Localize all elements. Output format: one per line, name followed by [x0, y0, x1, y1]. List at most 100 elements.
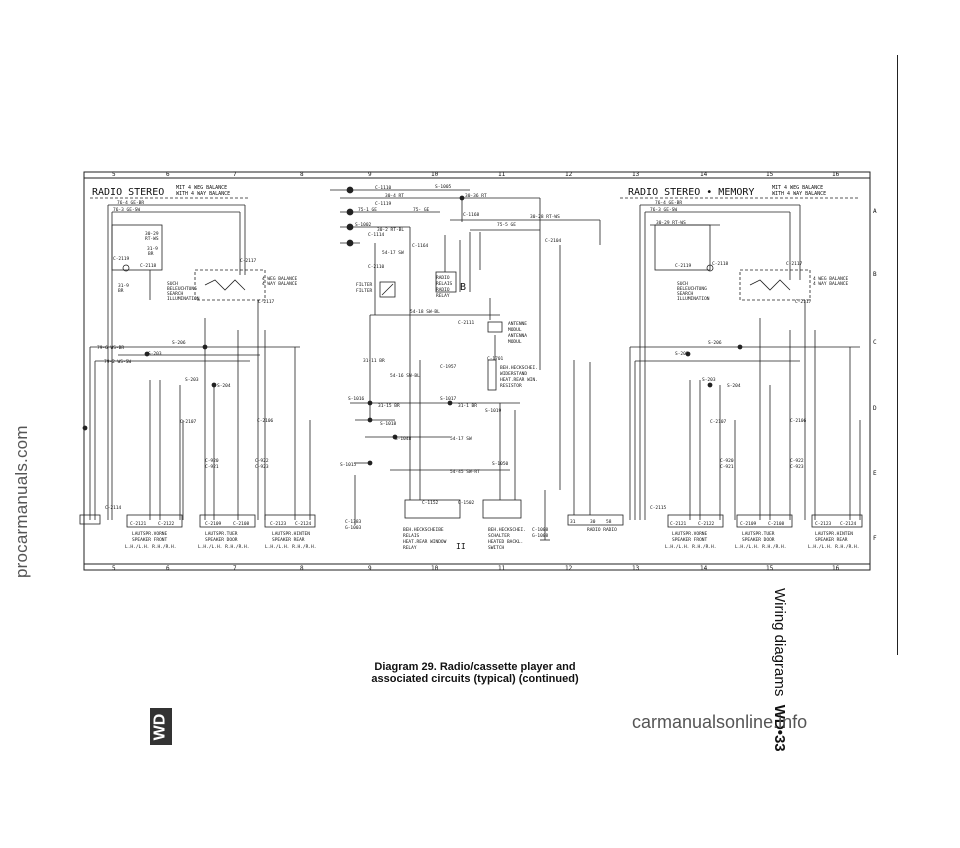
right-radio-panel: RADIO STEREO • MEMORY MIT 4 WEG BALANCE …	[620, 185, 863, 550]
connector-label: C-2114	[105, 505, 122, 511]
page-edge-line	[897, 55, 898, 655]
splice-label: S-1048	[395, 436, 412, 442]
speaker-label: SPEAKER DOOR	[205, 537, 238, 543]
wire-label: 79-2 WS-SW	[104, 359, 131, 365]
illum-label: ILLUMINATION	[167, 296, 200, 302]
connector-label: C-2117	[240, 258, 257, 264]
speaker-conn: C-2109	[740, 521, 757, 527]
relay-label: RADIO	[436, 275, 450, 281]
splice-label: S-1016	[348, 396, 365, 402]
connector-label: C-2117	[786, 261, 803, 267]
grid-top-label: 16	[832, 171, 840, 178]
grid-top-label: 14	[700, 171, 708, 178]
connector-label: C-1152	[422, 500, 439, 506]
connector-label: C-1119	[375, 201, 392, 207]
connector-label: C-1114	[368, 232, 385, 238]
connector-label: C-1110	[375, 185, 392, 191]
grid-top-label: 15	[766, 171, 774, 178]
speaker-label: L.H./L.H. R.H./R.H.	[665, 544, 716, 550]
side-watermark: procarmanuals.com	[12, 425, 31, 578]
illum-label: SEARCH	[677, 291, 694, 297]
splice-label: S-1002	[355, 222, 372, 228]
relay-marker: II	[456, 542, 466, 551]
grid-top-label: 9	[368, 171, 372, 178]
speaker-label: LAUTSPR.VORNE	[672, 531, 708, 537]
wire-label: 31-1 BR	[458, 403, 477, 409]
speaker-conn: C-2123	[270, 521, 287, 527]
grid-right-label: A	[873, 208, 877, 215]
relay-letter: B	[460, 282, 466, 293]
grid-bottom-label: 11	[498, 565, 506, 572]
wire-label: 75-5 GE	[497, 222, 516, 228]
grid-right-label: B	[873, 271, 877, 278]
connector-label: C-2118	[712, 261, 729, 267]
diagram-caption: Diagram 29. Radio/cassette player and as…	[340, 661, 610, 685]
wire-label: 31-11 BR	[363, 358, 385, 364]
connector-label: C-2106	[790, 418, 807, 424]
illum-label: BELEUCHTUNG	[167, 286, 197, 292]
diagram-frame	[83, 171, 871, 571]
left-radio-panel: RADIO STEREO MIT 4 WEG BALANCE WITH 4 WA…	[79, 185, 316, 550]
grid-bottom-label: 9	[368, 565, 372, 572]
connector-label: C-2106	[257, 418, 274, 424]
speaker-label: SPEAKER REAR	[815, 537, 848, 543]
speaker-conn: C-2124	[295, 521, 312, 527]
balance-label: 4 WEG BALANCE	[262, 276, 298, 282]
splice-label: S-1005	[435, 184, 452, 190]
grid-right-label: C	[873, 339, 877, 346]
heated-relay-label: BEH.HECKSCHEIBE	[403, 527, 444, 533]
right-panel-title: RADIO STEREO • MEMORY	[628, 187, 754, 198]
grid-bottom-label: 15	[766, 565, 774, 572]
wire-label: 31-15 BR	[378, 403, 400, 409]
heated-relay-label: HEAT.REAR WINDOW	[403, 539, 447, 545]
right-panel-subtitle: WITH 4 WAY BALANCE	[772, 191, 826, 197]
left-panel-subtitle: MIT 4 WEG BALANCE	[176, 185, 227, 191]
splice-label: S-206	[708, 340, 722, 346]
grid-bottom-label: 5	[112, 565, 116, 572]
relay-label: RELAY	[436, 293, 450, 299]
filter-label: FILTER	[356, 282, 373, 288]
heated-switch-label: SWITCH	[488, 545, 505, 551]
splice-label: S-1019	[485, 408, 502, 414]
connector-label: C-2117	[795, 299, 812, 305]
resistor-label: BEH.HECKSCHEI.	[500, 365, 538, 371]
connector-label: C-921	[205, 464, 219, 470]
speaker-label: SPEAKER FRONT	[132, 537, 168, 543]
speaker-label: SPEAKER REAR	[272, 537, 305, 543]
illum-label: ILLUMINATION	[677, 296, 710, 302]
speaker-label: LAUTSPR.HINTEN	[272, 531, 310, 537]
connector-label: G-1008	[532, 533, 549, 539]
antenna-label: ANTENNE	[508, 321, 527, 327]
connector-label: C-1168	[463, 212, 480, 218]
speaker-conn: C-2124	[840, 521, 857, 527]
balance-label: 4 WAY BALANCE	[262, 281, 298, 287]
grid-bottom: 5 6 7 8 9 10 11 12 13 14 15 16	[112, 565, 840, 572]
grid-right-label: E	[873, 470, 877, 477]
splice-label: S-203	[675, 351, 689, 357]
grid-bottom-label: 13	[632, 565, 640, 572]
wire-label: 30-36 RT	[465, 193, 487, 199]
connector-label: C-920	[205, 458, 219, 464]
left-panel-subtitle: WITH 4 WAY BALANCE	[176, 191, 230, 197]
grid-bottom-label: 6	[166, 565, 170, 572]
radio-pin: 58	[606, 519, 612, 525]
connector-label: C-1164	[412, 243, 429, 249]
splice-label: S-204	[217, 383, 231, 389]
wire-label: 76-3 GE-SW	[113, 207, 140, 213]
splice-label: S-203	[702, 377, 716, 383]
speaker-conn: C-2108	[233, 521, 250, 527]
speaker-conn: C-2123	[815, 521, 832, 527]
wire-label: 30-29	[145, 231, 159, 237]
heated-switch-label: HEATED BACKL.	[488, 539, 523, 545]
speaker-label: L.H./L.H. R.H./R.H.	[735, 544, 786, 550]
left-panel-title: RADIO STEREO	[92, 187, 164, 198]
connector-label: C-2117	[258, 299, 275, 305]
connector-label: C-2110	[368, 264, 385, 270]
connector-label: C-1957	[440, 364, 457, 370]
grid-top-label: 10	[431, 171, 439, 178]
connector-label: C-1008	[532, 527, 549, 533]
radio-pin: 31	[570, 519, 576, 525]
grid-bottom-label: 16	[832, 565, 840, 572]
heated-relay-label: RELAIS	[403, 533, 420, 539]
grid-bottom-label: 12	[565, 565, 573, 572]
